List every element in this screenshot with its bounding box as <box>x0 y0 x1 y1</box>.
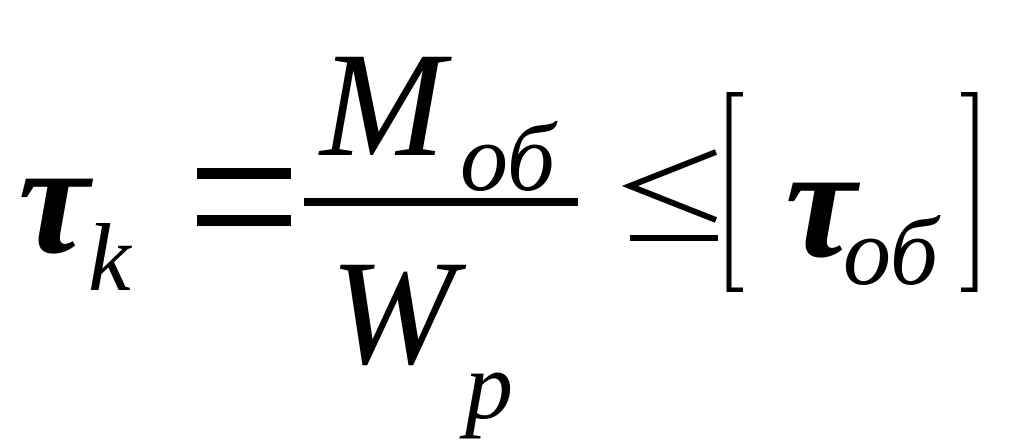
tau-symbol-right: τ <box>785 113 857 291</box>
equals-bar-bottom <box>197 215 291 226</box>
equals-bar-top <box>197 168 291 179</box>
denominator-subscript: p <box>465 332 513 439</box>
rhs-subscript: об <box>843 198 939 305</box>
less-or-equal-sign <box>622 149 718 241</box>
bracket-open <box>726 92 743 292</box>
tau-symbol-left: τ <box>18 109 90 287</box>
numerator-symbol: M <box>320 22 445 188</box>
numerator-subscript: об <box>460 104 556 211</box>
bracket-close <box>961 92 978 292</box>
fraction-bar <box>304 198 578 206</box>
denominator-symbol: W <box>330 230 455 396</box>
subscript-k: k <box>88 204 131 311</box>
equals-sign <box>197 168 291 226</box>
